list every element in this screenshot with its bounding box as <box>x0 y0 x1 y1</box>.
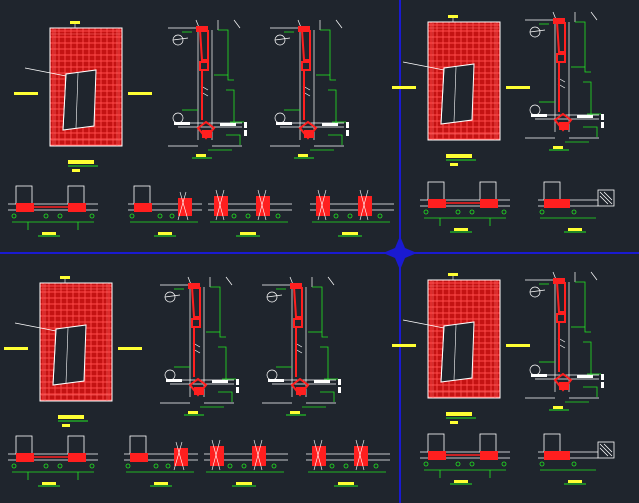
vertical-section-b <box>269 19 350 159</box>
vertical-section-a <box>159 276 240 416</box>
plan-detail-1 <box>7 435 99 487</box>
vertical-section-b <box>261 276 342 416</box>
plan-detail-1 <box>7 185 99 237</box>
vertical-section <box>524 271 605 411</box>
vertical-section-a <box>167 19 248 159</box>
plan-detail-1 <box>419 181 511 233</box>
plan-detail-2 <box>537 433 615 485</box>
plan-detail-2 <box>127 185 203 237</box>
plan-detail-1 <box>419 433 511 485</box>
quadrant-3 <box>3 275 391 487</box>
quadrant-2 <box>391 11 615 233</box>
quadrant-1 <box>7 19 395 237</box>
divider-junction-star <box>383 236 417 270</box>
wall-opening-elevation <box>391 14 531 167</box>
plan-detail-2 <box>537 181 615 233</box>
plan-detail-3 <box>203 439 289 487</box>
plan-detail-2 <box>123 435 199 487</box>
vertical-section <box>524 11 605 151</box>
quadrant-4 <box>391 271 615 485</box>
plan-detail-4 <box>305 439 391 487</box>
plan-detail-4 <box>309 189 395 237</box>
wall-opening-elevation <box>13 20 153 173</box>
plan-detail-3 <box>207 189 293 237</box>
wall-opening-elevation <box>3 275 143 428</box>
wall-opening-elevation <box>391 272 531 425</box>
